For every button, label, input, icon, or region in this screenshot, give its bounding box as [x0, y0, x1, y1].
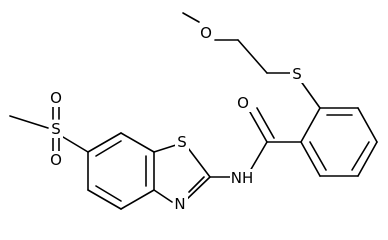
bond-sulfonyl-ch3	[9, 115, 49, 129]
amide-nitrogen-label: NH	[231, 169, 254, 187]
bond-co-double-a	[249, 111, 268, 143]
carbonyl-oxygen-label: O	[237, 94, 249, 112]
bond-ring-b	[357, 107, 378, 143]
bond-ch3-o	[182, 12, 200, 23]
bond-s-c7a	[153, 144, 177, 153]
bond-benzo-b	[87, 132, 122, 153]
bond-ring-c	[357, 141, 378, 177]
molecule-structure-diagram: O S O NH S N S O	[9, 12, 378, 213]
bond-ch2-ch2	[237, 39, 268, 74]
thioether-sulfur-label: S	[292, 65, 302, 83]
amide-nitrogen-atom: NH	[230, 169, 255, 187]
sulfonyl-sulfur-label: S	[51, 120, 61, 138]
sulfonyl-oxygen-bottom-atom: O	[49, 151, 64, 169]
bond-benzo-d	[87, 189, 122, 210]
thiazole-nitrogen-atom: N	[173, 195, 188, 213]
bond-c3a-n	[153, 189, 173, 203]
bond-s-aryl	[299, 79, 321, 109]
bond-layer	[9, 12, 378, 210]
thiazole-sulfur-atom: S	[175, 133, 189, 151]
bond-n-c2-a	[185, 176, 211, 201]
thiazole-sulfur-label: S	[177, 133, 187, 151]
sulfonyl-oxygen-top-atom: O	[49, 89, 64, 107]
bond-benzo-e	[120, 189, 155, 210]
bond-ring-f	[300, 107, 321, 143]
thiazole-nitrogen-label: N	[174, 195, 185, 213]
thioether-sulfur-atom: S	[290, 65, 304, 83]
bond-benzo-inner-2	[95, 140, 122, 157]
bond-ring-inner-2	[351, 141, 370, 171]
sulfonyl-oxygen-top-label: O	[50, 89, 62, 107]
sulfonyl-sulfur-atom: S	[49, 120, 63, 138]
bond-carbonyl-n	[249, 141, 268, 172]
bond-ring-e	[300, 141, 321, 177]
bond-ring-inner-3	[309, 141, 327, 171]
carbonyl-oxygen-atom: O	[236, 94, 251, 112]
bond-benzo-a	[120, 132, 155, 153]
bond-co-double-b	[256, 107, 275, 139]
bond-n-c2-b	[188, 176, 205, 193]
methoxy-oxygen-atom: O	[199, 24, 214, 42]
atom-label-layer: O S O NH S N S O	[49, 24, 304, 213]
methoxy-oxygen-label: O	[200, 24, 212, 42]
sulfonyl-oxygen-bottom-label: O	[50, 151, 62, 169]
bond-benzo-inner-3	[95, 185, 122, 202]
bond-c2-s	[187, 147, 211, 178]
bond-aryl-sulfonyl	[62, 136, 89, 153]
